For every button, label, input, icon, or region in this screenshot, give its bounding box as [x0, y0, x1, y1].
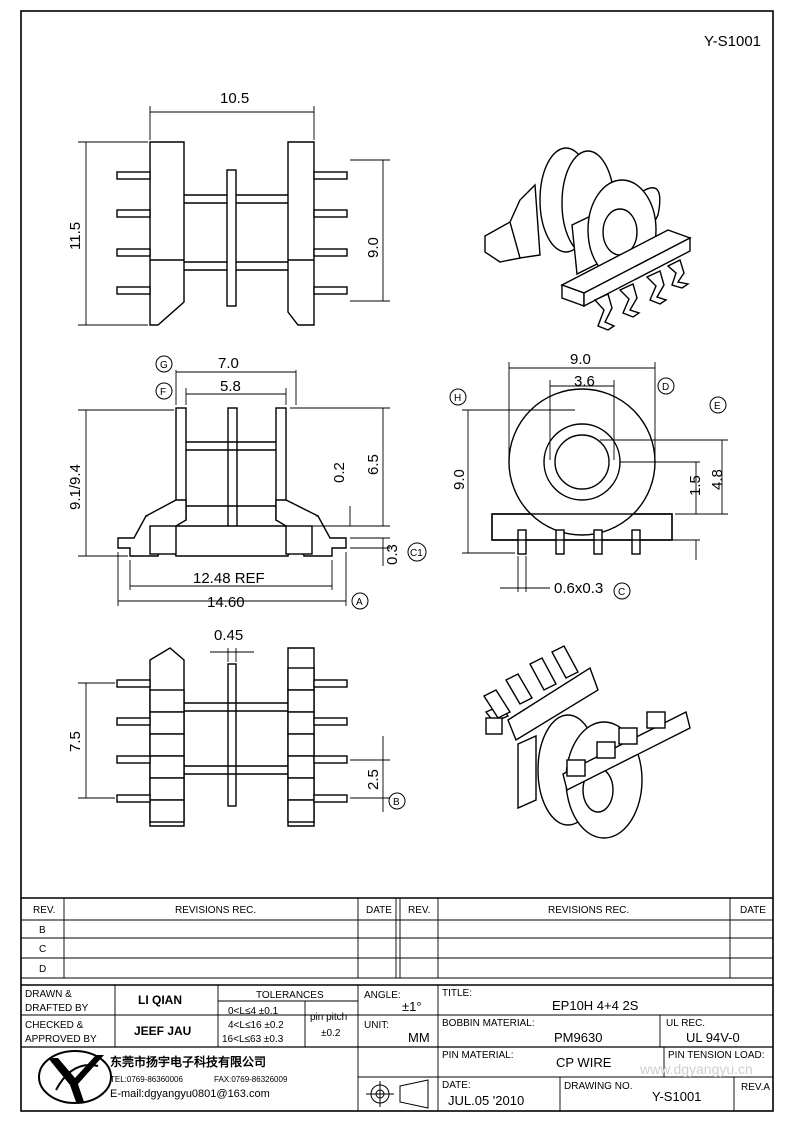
dim-side-48: 4.8: [709, 469, 726, 490]
dim-top-pins-span: 9.0: [365, 237, 382, 258]
marker-c: C: [613, 582, 631, 600]
title-block-grid: [21, 984, 773, 1111]
tol-row-1: 0<L≤4 ±0.1: [228, 1006, 279, 1017]
isometric-view-bottom: [482, 645, 691, 839]
pin-pitch-label: pin pitch: [310, 1012, 347, 1023]
drawn-value: LI QIAN: [138, 993, 182, 1007]
top-view-dimensions: [78, 106, 390, 326]
tol-row-2: 4<L≤16 ±0.2: [228, 1020, 284, 1031]
dim-front-ref: 12.48 REF: [193, 570, 265, 587]
dim-bot-045: 0.45: [214, 627, 243, 644]
bottom-view-dimensions: [78, 648, 390, 812]
svg-text:A: A: [356, 597, 363, 608]
drawing-no-label: DRAWING NO.: [564, 1081, 633, 1092]
marker-c1: C1: [407, 542, 427, 562]
watermark: www.dgyangyu.cn: [639, 1061, 753, 1077]
dim-side-width: 9.0: [570, 351, 591, 368]
title-label: TITLE:: [442, 988, 472, 999]
bobbin-label: BOBBIN MATERIAL:: [442, 1018, 535, 1029]
projection-symbol-icon: [366, 1079, 429, 1109]
checked-value: JEEF JAU: [134, 1024, 191, 1038]
svg-text:H: H: [454, 393, 461, 404]
ul-label: UL REC.: [666, 1018, 705, 1029]
dim-side-pin: 0.6x0.3: [554, 580, 603, 597]
revisions-header-right: REVISIONS REC.: [548, 905, 629, 916]
dim-front-02: 0.2: [331, 462, 348, 483]
marker-h: H: [449, 388, 467, 406]
svg-text:E: E: [714, 401, 721, 412]
angle-value: ±1°: [402, 999, 422, 1014]
company-fax: FAX:0769-86326009: [214, 1075, 288, 1084]
marker-g: G: [155, 355, 173, 373]
rev-header-right: REV.: [408, 905, 430, 916]
svg-text:B: B: [393, 797, 400, 808]
rev-header-left: REV.: [33, 905, 55, 916]
dim-side-height: 9.0: [451, 469, 468, 490]
marker-e: E: [709, 396, 727, 414]
marker-d: D: [657, 377, 675, 395]
company-email: E-mail:dgyangyu0801@163.com: [110, 1088, 270, 1100]
dim-top-width: 10.5: [220, 90, 249, 107]
dim-top-height: 11.5: [67, 222, 84, 250]
date-label: DATE:: [442, 1080, 471, 1091]
top-view: [116, 141, 348, 326]
dim-bot-25: 2.5: [365, 769, 382, 790]
dim-front-g: 7.0: [218, 355, 239, 372]
company-tel: TEL:0769-86360006: [110, 1075, 184, 1084]
date-value: JUL.05 '2010: [448, 1093, 524, 1108]
unit-label: UNIT:: [364, 1020, 389, 1031]
pin-tension-label: PIN TENSION LOAD:: [668, 1050, 765, 1061]
drawn-label-2: DRAFTED BY: [25, 1003, 89, 1014]
marker-a: A: [351, 592, 369, 610]
rev-row-d: D: [39, 964, 46, 975]
side-view-dimensions: [462, 362, 728, 592]
marker-b: B: [388, 792, 406, 810]
angle-label: ANGLE:: [364, 990, 401, 1001]
svg-text:C: C: [618, 587, 625, 598]
tol-row-3: 16<L≤63 ±0.3: [222, 1034, 284, 1045]
checked-label-1: CHECKED &: [25, 1020, 84, 1031]
dim-bot-75: 7.5: [67, 731, 84, 752]
dim-front-65: 6.5: [365, 454, 382, 475]
dim-front-total: 14.60: [207, 594, 245, 611]
dim-side-15: 1.5: [687, 475, 704, 496]
svg-text:F: F: [160, 387, 166, 398]
bottom-view: [116, 647, 348, 827]
svg-text:C1: C1: [410, 548, 423, 559]
pin-pitch-value: ±0.2: [321, 1028, 341, 1039]
sheet-border: [20, 10, 774, 1112]
title-value: EP10H 4+4 2S: [552, 998, 639, 1013]
date-header-left: DATE: [366, 905, 392, 916]
marker-f: F: [155, 382, 173, 400]
revisions-table: [21, 897, 773, 979]
rev-row-b: B: [39, 925, 46, 936]
dim-front-03: 0.3: [384, 544, 401, 565]
isometric-view-top: [484, 147, 692, 331]
drawing-no-value: Y-S1001: [652, 1089, 701, 1104]
front-view-dimensions: [78, 370, 390, 606]
dim-front-height: 9.1/9.4: [67, 464, 84, 510]
rev-label: REV.A: [741, 1082, 770, 1093]
ul-value: UL 94V-0: [686, 1030, 740, 1045]
rev-row-c: C: [39, 944, 46, 955]
drawn-label-1: DRAWN &: [25, 989, 72, 1000]
company-logo: [38, 1050, 112, 1104]
revisions-header-left: REVISIONS REC.: [175, 905, 256, 916]
pin-material-value: CP WIRE: [556, 1055, 612, 1070]
svg-text:D: D: [662, 382, 669, 393]
dim-side-inner: 3.6: [574, 373, 595, 390]
date-header-right: DATE: [740, 905, 766, 916]
unit-value: MM: [408, 1030, 430, 1045]
side-view: [491, 388, 673, 555]
drawing-code-top: Y-S1001: [704, 33, 761, 50]
svg-text:G: G: [160, 360, 168, 371]
bobbin-value: PM9630: [554, 1030, 602, 1045]
front-view: [117, 407, 347, 557]
checked-label-2: APPROVED BY: [25, 1034, 97, 1045]
dim-front-f: 5.8: [220, 378, 241, 395]
tolerances-label: TOLERANCES: [256, 990, 324, 1001]
pin-material-label: PIN MATERIAL:: [442, 1050, 514, 1061]
company-name: 东莞市扬宇电子科技有限公司: [110, 1054, 266, 1069]
